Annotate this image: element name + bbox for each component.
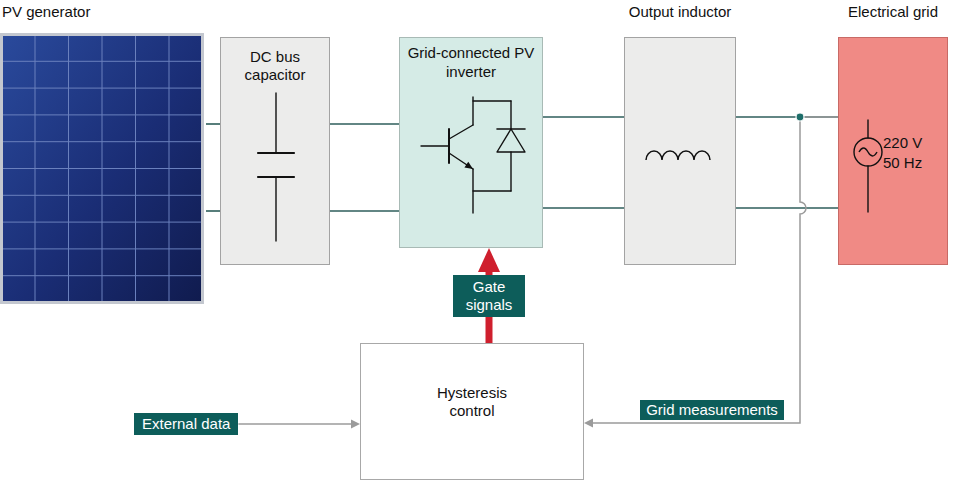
controller-box: Hysteresis control (360, 343, 584, 480)
symbol-group (854, 120, 882, 212)
node-value: 50 Hz (883, 154, 922, 172)
dc-wire (206, 211, 220, 212)
node-title: Hysteresis control (422, 384, 522, 420)
connector-line (206, 123, 220, 125)
dc-wire (330, 211, 399, 212)
source-lead (867, 120, 868, 138)
edge-label-holder: Gate signals (453, 275, 525, 317)
edge-label: Gate signals (453, 275, 525, 317)
symbol-group (646, 151, 710, 160)
connector-line (206, 210, 220, 212)
connector-line (543, 207, 624, 209)
collector-line (473, 100, 511, 101)
symbol-group (421, 97, 525, 213)
connector-line (238, 423, 352, 425)
solar-panel-frame (2, 35, 203, 303)
arrow-head (478, 248, 500, 272)
grid-block: Electrical grid 220 V 50 Hz (832, 0, 954, 265)
panel-cell-line (3, 168, 201, 169)
dc-wire (206, 124, 220, 125)
junction-dot (796, 113, 804, 121)
data-arrow (238, 420, 360, 429)
node-title: Output inductor (629, 3, 732, 21)
node-value: 220 V (883, 134, 922, 152)
ac-wire (736, 208, 838, 209)
arrow-head (584, 419, 593, 428)
edge-label-holder: Grid measurements (640, 400, 784, 420)
arrow-head (351, 420, 360, 429)
inverter-box: Grid-connected PV inverter (399, 37, 543, 248)
panel-cell-line (3, 248, 201, 249)
inductor-block: Output inductor (624, 0, 736, 265)
ac-wire (543, 208, 624, 209)
node-title: PV generator (2, 3, 90, 21)
node-title: External data (142, 415, 230, 433)
gate-lead (421, 145, 449, 146)
dc-wire (330, 124, 399, 125)
ac-symbol (832, 0, 954, 265)
inductor-symbol (646, 151, 710, 160)
symbol-group (2, 35, 203, 303)
emitter-line (472, 169, 473, 213)
collector-line (449, 125, 473, 139)
ac-source-symbol (854, 138, 882, 166)
panel-cell-line (3, 195, 201, 196)
diode-lead (510, 101, 511, 129)
capacitor-plate (258, 152, 294, 154)
node-title: Grid-connected PV inverter (404, 43, 538, 81)
panel-cell-line (3, 61, 201, 62)
data-tag: External data (134, 413, 238, 435)
diode-lead (510, 152, 511, 191)
connector-line (330, 123, 399, 125)
source-lead (867, 166, 868, 212)
transistor-bar (448, 129, 450, 163)
diode-symbol (497, 129, 525, 152)
panel-cell-line (3, 275, 201, 276)
connector-line (543, 116, 624, 118)
panel-cell-line (3, 114, 201, 115)
connector-line (736, 207, 838, 209)
coil-symbol (624, 0, 736, 265)
symbol-group (258, 93, 294, 241)
capacitor-box: DC bus capacitor (220, 37, 330, 265)
ac-wire (543, 117, 624, 118)
panel-cell-line (3, 222, 201, 223)
capacitor-lead (275, 177, 276, 241)
emitter-arrow (464, 162, 473, 169)
sine-wave (859, 148, 877, 156)
node-title: Electrical grid (848, 3, 938, 21)
connector-line (330, 210, 399, 212)
box-outline (624, 37, 736, 265)
emitter-line (473, 190, 511, 191)
panel-symbol (0, 0, 206, 306)
emitter-line (449, 153, 473, 169)
edge-label: Grid measurements (640, 400, 784, 420)
panel-cell-line (3, 88, 201, 89)
panel-cell-line (3, 141, 201, 142)
capacitor-lead (275, 93, 276, 153)
pv-generator: PV generator (0, 0, 206, 306)
node-title: DC bus capacitor (227, 48, 323, 84)
